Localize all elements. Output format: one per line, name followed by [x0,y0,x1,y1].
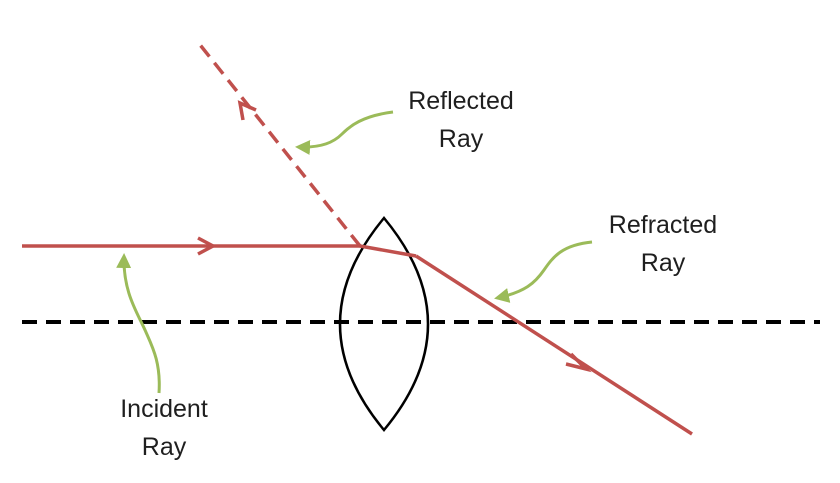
refracted-label-line1: Refracted [608,211,718,239]
reflected-pointer-arrow [295,110,394,155]
refracted-pointer-arrow [494,240,593,303]
incident-pointer-arrow [116,253,161,394]
incident-ray-label: Incident Ray [94,390,234,466]
reflected-label-line1: Reflected [408,87,514,115]
reflected-label-line2: Ray [438,125,484,153]
reflected-ray [195,39,362,248]
reflected-ray-label: Reflected Ray [391,82,531,158]
refracted-ray-arrowhead [565,352,592,373]
refracted-label-line2: Ray [640,249,686,277]
incident-label-line2: Ray [141,433,187,461]
incident-label-line1: Incident [120,395,208,423]
refracted-ray [415,254,693,436]
refracted-ray-label: Refracted Ray [593,206,733,282]
ray-inside-lens [359,244,417,258]
lens [338,216,430,432]
reflected-ray-arrowhead [237,100,257,121]
incident-ray-arrowhead [197,236,217,256]
